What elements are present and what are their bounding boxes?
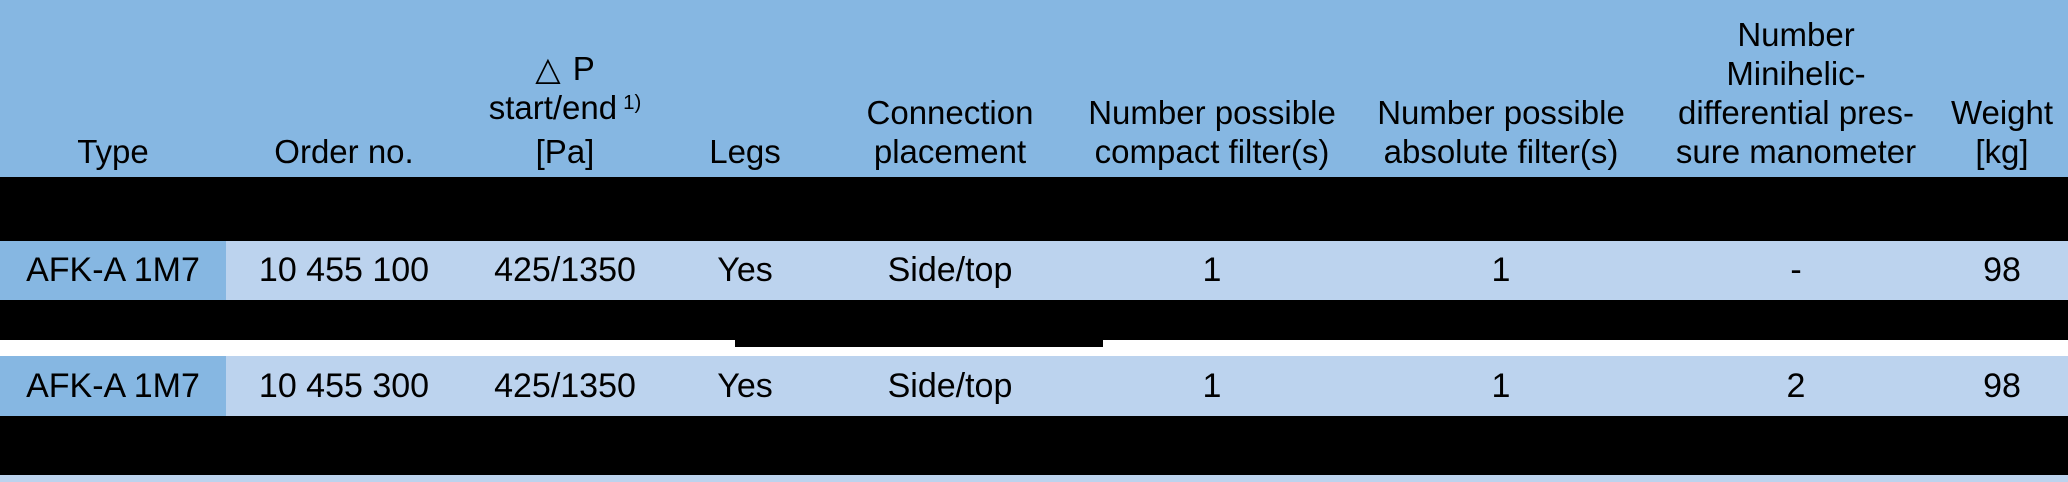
header-weight-line1: Weight: [1950, 94, 2054, 131]
header-connection-line2: placement: [873, 133, 1027, 170]
row1-weight-cell: 98: [1936, 241, 2068, 300]
header-type: Type: [0, 0, 226, 177]
row1-weight-value: 98: [1983, 251, 2021, 289]
header-compact-line2: compact filter(s): [1094, 133, 1330, 170]
row1-order-no-cell: 10 455 100: [226, 241, 462, 300]
row2-compact-cell: 1: [1078, 356, 1346, 416]
row1-type-value: AFK-A 1M7: [26, 251, 200, 289]
row2-weight-cell: 98: [1936, 356, 2068, 416]
header-legs: Legs: [668, 0, 822, 177]
header-minihelic-line3: differential pres-: [1677, 94, 1914, 131]
header-order-no-label: Order no.: [274, 133, 414, 170]
header-type-label: Type: [77, 133, 149, 170]
row2-order-no-value: 10 455 300: [258, 366, 430, 405]
row2-delta-p-cell: 425/1350: [462, 356, 668, 416]
redacted-band-bottom: [0, 416, 2068, 475]
table-row: AFK-A 1M7 10 455 300 425/1350 Yes Side/t…: [0, 356, 2068, 416]
row1-connection-value: Side/top: [887, 251, 1013, 289]
header-legs-label: Legs: [709, 133, 781, 170]
row1-minihelic-cell: -: [1656, 241, 1936, 300]
row2-weight-value: 98: [1983, 366, 2021, 405]
header-absolute-filters: Number possible absolute filter(s): [1346, 0, 1656, 177]
header-order-no: Order no.: [226, 0, 462, 177]
delta-p-start-end: start/end: [488, 89, 618, 126]
row1-minihelic-value: -: [1790, 251, 1802, 289]
header-compact-line1: Number possible: [1088, 94, 1336, 131]
row1-legs-value: Yes: [717, 251, 773, 289]
redacted-bar: [0, 300, 2068, 340]
row1-connection-cell: Side/top: [822, 241, 1078, 300]
row2-compact-value: 1: [1202, 366, 1222, 405]
row2-connection-cell: Side/top: [822, 356, 1078, 416]
delta-p-line1: △P: [535, 49, 594, 88]
header-minihelic-line4: sure manometer: [1675, 133, 1917, 170]
header-weight: Weight [kg]: [1936, 0, 2068, 177]
row2-type-value: AFK-A 1M7: [26, 366, 200, 405]
row2-legs-value: Yes: [717, 366, 773, 405]
header-minihelic-line2: Minihelic-: [1726, 55, 1866, 92]
footnote-marker: 1): [623, 90, 642, 114]
header-minihelic: Number Minihelic- differential pres- sur…: [1656, 0, 1936, 177]
row2-order-no-cell: 10 455 300: [226, 356, 462, 416]
header-absolute-line1: Number possible: [1377, 94, 1625, 131]
row1-absolute-value: 1: [1491, 251, 1511, 289]
delta-p-letter: P: [572, 50, 595, 87]
row1-order-no-value: 10 455 100: [258, 251, 430, 289]
header-absolute-line2: absolute filter(s): [1383, 133, 1619, 170]
row1-legs-cell: Yes: [668, 241, 822, 300]
redacted-band-middle: [0, 300, 2068, 356]
redacted-band-top: [0, 177, 2068, 241]
row1-delta-p-value: 425/1350: [494, 251, 636, 289]
row2-type-cell: AFK-A 1M7: [0, 356, 226, 416]
row1-type-cell: AFK-A 1M7: [0, 241, 226, 300]
header-minihelic-line1: Number: [1737, 16, 1855, 53]
delta-triangle-symbol: △: [535, 50, 561, 87]
row1-compact-value: 1: [1202, 251, 1222, 289]
header-compact-filters: Number possible compact filter(s): [1078, 0, 1346, 177]
row1-absolute-cell: 1: [1346, 241, 1656, 300]
row1-delta-p-cell: 425/1350: [462, 241, 668, 300]
delta-p-unit: [Pa]: [535, 133, 595, 170]
header-connection-line1: Connection: [866, 94, 1034, 131]
table-row: AFK-A 1M7 10 455 100 425/1350 Yes Side/t…: [0, 241, 2068, 300]
row2-connection-value: Side/top: [887, 366, 1013, 405]
header-weight-line2: [kg]: [1975, 133, 2029, 170]
row1-compact-cell: 1: [1078, 241, 1346, 300]
row2-minihelic-cell: 2: [1656, 356, 1936, 416]
row2-delta-p-value: 425/1350: [494, 366, 636, 405]
row2-minihelic-value: 2: [1786, 366, 1806, 405]
header-connection: Connection placement: [822, 0, 1078, 177]
row2-absolute-cell: 1: [1346, 356, 1656, 416]
row2-legs-cell: Yes: [668, 356, 822, 416]
row2-absolute-value: 1: [1491, 366, 1511, 405]
bottom-strip: [0, 475, 2068, 482]
redacted-protrusion-box: [735, 340, 1103, 347]
